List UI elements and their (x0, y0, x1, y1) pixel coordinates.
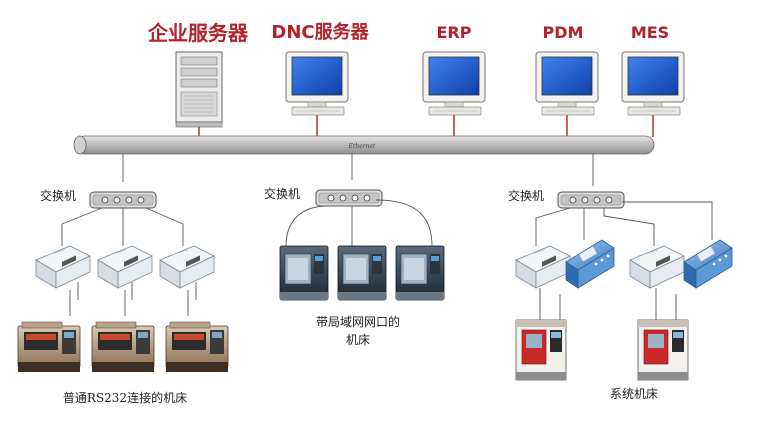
pdm-monitor-icon (535, 51, 599, 116)
dnc-server-label: DNC服务器 (271, 21, 369, 43)
switch-middle-icon (315, 189, 383, 207)
mes-monitor-icon (621, 51, 685, 116)
system-serial-server-2-icon (629, 245, 685, 289)
lan-cnc-1-icon (279, 245, 329, 301)
erp-label: ERP (437, 23, 472, 42)
rs232-lathe-2-icon (91, 321, 155, 373)
switch-left-label: 交换机 (40, 188, 76, 203)
server-drop-links (198, 115, 654, 137)
io-module-1-icon (565, 239, 615, 289)
ethernet-bus (73, 135, 655, 155)
rs232-lathe-3-icon (165, 321, 229, 373)
lan-cnc-2-icon (337, 245, 387, 301)
dnc-server-monitor-icon (285, 51, 349, 116)
lan-machines-caption-line2: 机床 (346, 333, 370, 347)
erp-monitor-icon (422, 51, 486, 116)
mes-label: MES (631, 23, 669, 42)
io-module-2-icon (683, 239, 733, 289)
system-serial-server-1-icon (515, 245, 571, 289)
serial-server-1-icon (35, 245, 91, 289)
enterprise-server-icon (175, 51, 223, 128)
bus-to-switch-links (122, 154, 594, 186)
middle-group-wiring (285, 199, 433, 247)
enterprise-server-label: 企业服务器 (147, 21, 249, 45)
pdm-label: PDM (543, 23, 584, 42)
switch-right-icon (557, 191, 625, 209)
system-machines-caption: 系统机床 (610, 387, 658, 401)
lan-machines-caption-line1: 带局域网网口的 (316, 314, 400, 329)
ethernet-bus-label: Ethernet (348, 143, 376, 150)
system-machine-1-icon (515, 319, 567, 381)
switch-left-icon (89, 191, 157, 209)
left-group-wiring (61, 207, 197, 316)
switch-middle-label: 交换机 (264, 186, 300, 201)
lan-cnc-3-icon (395, 245, 445, 301)
switch-right-label: 交换机 (508, 188, 544, 203)
serial-server-3-icon (159, 245, 215, 289)
right-group-wiring (535, 201, 713, 320)
rs232-machines-caption: 普通RS232连接的机床 (63, 390, 187, 405)
serial-server-2-icon (97, 245, 153, 289)
rs232-lathe-1-icon (17, 321, 81, 373)
system-machine-2-icon (637, 319, 689, 381)
